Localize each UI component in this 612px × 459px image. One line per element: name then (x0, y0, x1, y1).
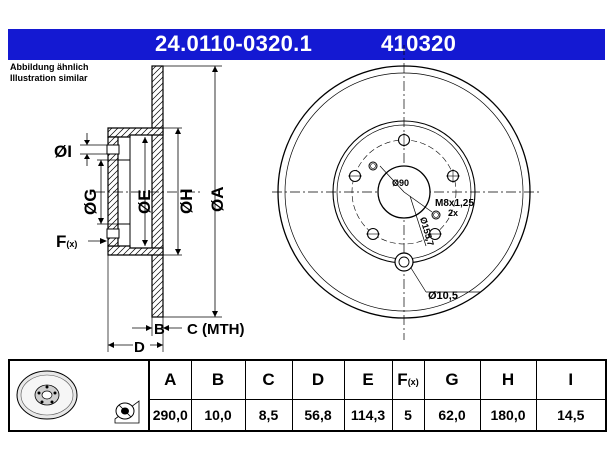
value-F: 5 (391, 399, 425, 432)
spec-table: A B C D E F(x) G H I 290,0 10,0 8,5 56,8… (8, 359, 607, 432)
label-dim-D: D (134, 339, 145, 356)
short-number: 410320 (381, 31, 457, 56)
value-A: 290,0 (148, 399, 192, 432)
value-I: 14,5 (535, 399, 607, 432)
hub-hole (394, 252, 414, 272)
label-dim-B: B (154, 321, 165, 338)
col-header-G: G (423, 359, 481, 401)
label-dim-G: ØG (81, 189, 100, 215)
friction-ring-section (151, 65, 164, 318)
label-dim-A: ØA (208, 187, 227, 213)
brake-disc-small-icon (114, 400, 140, 424)
col-header-C: C (244, 359, 293, 401)
label-pcd: Ø155,7 (418, 216, 436, 247)
label-dim-H: ØH (177, 189, 196, 215)
value-G: 62,0 (423, 399, 481, 432)
label-thread: M8x1,25 (435, 198, 474, 209)
label-dim-F: F(x) (56, 232, 77, 251)
disc-chamfer (284, 72, 524, 312)
disc-icons-cell (8, 359, 150, 432)
side-section-view: ØI ØG ØE ØH ØA F(x) (54, 65, 244, 356)
label-thread-count: 2x (448, 208, 458, 218)
part-number: 24.0110-0320.1 (155, 31, 313, 56)
note-english: Illustration similar (10, 73, 88, 83)
threaded-holes (368, 161, 441, 220)
label-dim-E: ØE (135, 189, 154, 214)
front-view: Ø90 M8x1,25 2x Ø155,7 Ø10,5 (272, 45, 540, 340)
disc-outer-edge (277, 65, 531, 319)
col-header-H: H (479, 359, 537, 401)
col-header-B: B (190, 359, 246, 401)
label-center-bore: Ø90 (392, 178, 409, 188)
label-dim-C: C (MTH) (187, 321, 244, 338)
brake-disc-icon (16, 370, 78, 420)
bolt-hole-section (106, 144, 120, 155)
value-C: 8,5 (244, 399, 293, 432)
value-D: 56,8 (291, 399, 345, 432)
note-german: Abbildung ähnlich (10, 62, 89, 72)
value-E: 114,3 (343, 399, 393, 432)
col-header-A: A (148, 359, 192, 401)
col-header-I: I (535, 359, 607, 401)
col-header-F: F(x) (391, 359, 425, 401)
value-H: 180,0 (479, 399, 537, 432)
title-banner: 24.0110-0320.1 410320 (8, 29, 605, 60)
col-header-D: D (291, 359, 345, 401)
mounting-face-section (107, 136, 119, 247)
bolt-holes (348, 133, 460, 241)
value-B: 10,0 (190, 399, 246, 432)
label-dim-I: ØI (54, 142, 72, 161)
bolt-hole-section (106, 228, 120, 239)
label-bolt-hole: Ø10,5 (428, 290, 458, 302)
col-header-E: E (343, 359, 393, 401)
